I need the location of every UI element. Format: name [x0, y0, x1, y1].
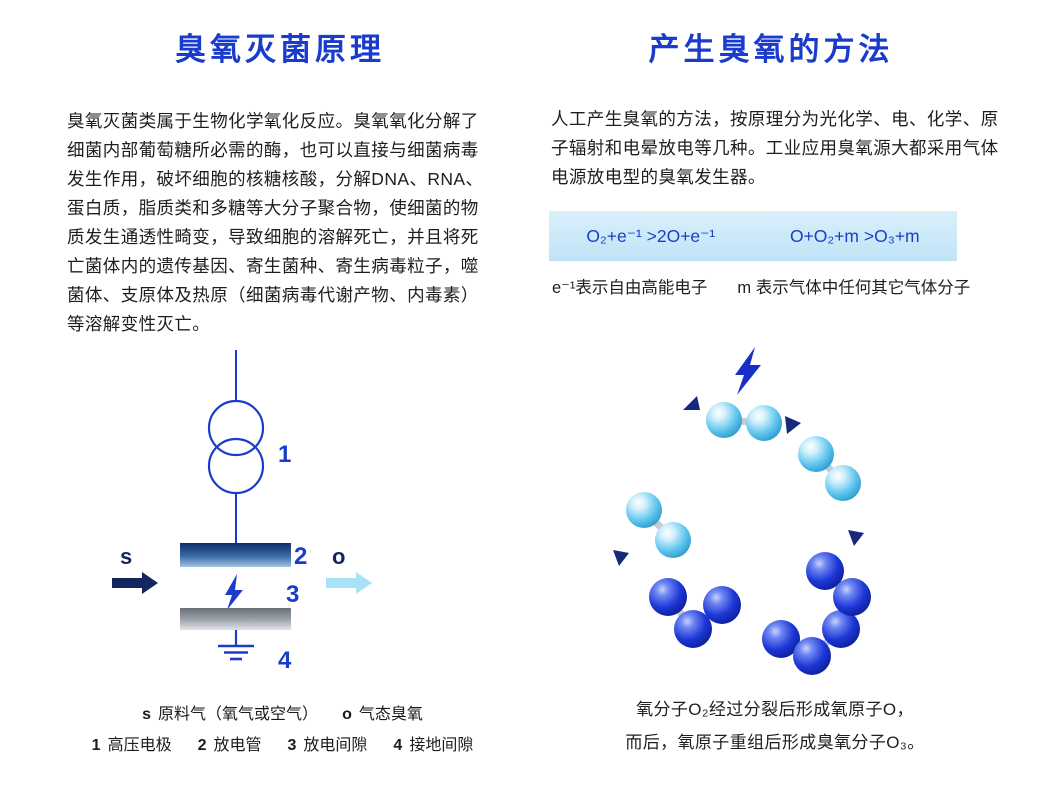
legend-text-feed-gas: 原料气（氧气或空气） — [158, 706, 319, 723]
cycle-arrows — [613, 396, 864, 566]
legend-num-2: 2 — [197, 737, 207, 754]
schematic-parts-legend: 1 高压电极 2 放电管 3 放电间隙 4 接地间隙 — [45, 731, 520, 755]
paragraph-line: 发生作用，破坏细胞的核糖核酸，分解DNA、RNA、 — [67, 169, 484, 189]
left-paragraph: 臭氧灭菌类属于生物化学氧化反应。臭氧氧化分解了 细菌内部葡萄糖所必需的酶，也可以… — [67, 107, 522, 339]
legend-num-1: 1 — [91, 737, 101, 754]
legend-part-4: 4 接地间隙 — [393, 731, 473, 755]
transformer-coil-top — [207, 399, 265, 457]
formula-notes: e⁻¹表示自由高能电子 m 表示气体中任何其它气体分子 — [552, 274, 992, 298]
legend-part-3-text: 放电间隙 — [303, 737, 368, 754]
paragraph-line: 亡菌体内的遗传基因、寄生菌种、寄生病毒粒子，噬 — [67, 256, 479, 276]
oxygen-atom — [746, 405, 782, 441]
ozone-atom — [703, 586, 741, 624]
right-section-title: 产生臭氧的方法 — [648, 32, 894, 67]
label-1-hv-electrode: 1 — [278, 441, 291, 468]
legend-part-2: 2 放电管 — [198, 731, 262, 755]
ozone-out-arrow — [326, 572, 372, 594]
transformer-coil-bottom — [207, 437, 265, 495]
legend-text-ozone-gas: 气态臭氧 — [358, 706, 423, 723]
formula-oxygen-split: O₂+e⁻¹ >2O+e⁻¹ — [586, 225, 716, 246]
right-paragraph: 人工产生臭氧的方法，按原理分为光化学、电、化学、原 子辐射和电晕放电等几种。工业… — [551, 105, 1006, 192]
paragraph-line: 电源放电型的臭氧发生器。 — [551, 167, 766, 187]
legend-part-4-text: 接地间隙 — [409, 737, 474, 754]
ozone-atom — [762, 620, 800, 658]
oxygen-o2-molecules — [626, 402, 861, 558]
cycle-arrow-icon — [848, 530, 864, 546]
oxygen-atom — [798, 436, 834, 472]
paragraph-line: 细菌内部葡萄糖所必需的酶，也可以直接与细菌病毒 — [67, 140, 479, 160]
ozone-atom — [833, 578, 871, 616]
caption-line: 氧分子O₂经过分裂后形成氧原子O， — [636, 700, 914, 719]
label-o-ozone-out: o — [332, 544, 345, 569]
cycle-arrow-icon — [683, 396, 700, 410]
left-section-title: 臭氧灭菌原理 — [175, 32, 385, 67]
discharge-spark-icon — [225, 574, 243, 610]
legend-part-1-text: 高压电极 — [107, 737, 172, 754]
ground-electrode — [180, 608, 291, 630]
cycle-arrow-icon — [785, 416, 801, 434]
label-3-discharge-gap: 3 — [286, 581, 299, 608]
ozone-cycle-caption: 氧分子O₂经过分裂后形成氧原子O， 而后，氧原子重组后形成臭氧分子O₃。 — [565, 693, 985, 759]
feed-gas-arrow — [112, 572, 158, 594]
ozone-atom — [649, 578, 687, 616]
ozone-formation-diagram — [613, 347, 871, 675]
ozone-o3-molecules — [649, 552, 871, 675]
legend-key-s: s — [142, 706, 152, 723]
note-electron: e⁻¹表示自由高能电子 — [552, 279, 708, 297]
formula-box: O₂+e⁻¹ >2O+e⁻¹ O+O₂+m >O₃+m — [549, 211, 957, 261]
legend-key-o: o — [342, 706, 352, 723]
schematic-gas-legend: s 原料气（氧气或空气） o 气态臭氧 — [55, 700, 510, 724]
discharge-tube-electrode — [180, 543, 291, 567]
paragraph-line: 子辐射和电晕放电等几种。工业应用臭氧源大都采用气体 — [551, 138, 999, 158]
ozone-generator-schematic: 1 2 s o 3 4 — [112, 350, 372, 674]
ozone-atom — [822, 610, 860, 648]
oxygen-atom — [626, 492, 662, 528]
ozone-atom — [793, 637, 831, 675]
paragraph-line: 人工产生臭氧的方法，按原理分为光化学、电、化学、原 — [551, 109, 999, 129]
legend-num-4: 4 — [393, 737, 403, 754]
oxygen-atom — [655, 522, 691, 558]
note-gas-molecule: m 表示气体中任何其它气体分子 — [737, 279, 971, 297]
oxygen-atom — [706, 402, 742, 438]
paragraph-line: 臭氧灭菌类属于生物化学氧化反应。臭氧氧化分解了 — [67, 111, 479, 131]
ozone-atom — [806, 552, 844, 590]
ozone-atom — [674, 610, 712, 648]
legend-part-1: 1 高压电极 — [92, 731, 172, 755]
label-2-discharge-tube: 2 — [294, 543, 307, 570]
legend-num-3: 3 — [287, 737, 297, 754]
paragraph-line: 蛋白质，脂质类和多糖等大分子聚合物，使细菌的物 — [67, 198, 479, 218]
lightning-bolt-icon — [735, 347, 761, 395]
formula-ozone-formation: O+O₂+m >O₃+m — [789, 225, 920, 246]
oxygen-atom — [825, 465, 861, 501]
cycle-arrow-icon — [613, 550, 629, 566]
label-s-feed-gas: s — [120, 544, 132, 569]
legend-part-2-text: 放电管 — [213, 737, 262, 754]
paragraph-line: 质发生通透性畸变，导致细胞的溶解死亡，并且将死 — [67, 227, 479, 247]
label-4-ground-gap: 4 — [278, 647, 292, 674]
paragraph-line: 等溶解变性灭亡。 — [67, 314, 211, 334]
caption-line: 而后，氧原子重组后形成臭氧分子O₃。 — [625, 733, 925, 752]
legend-part-3: 3 放电间隙 — [288, 731, 368, 755]
paragraph-line: 菌体、支原体及热原（细菌病毒代谢产物、内毒素） — [67, 285, 479, 305]
